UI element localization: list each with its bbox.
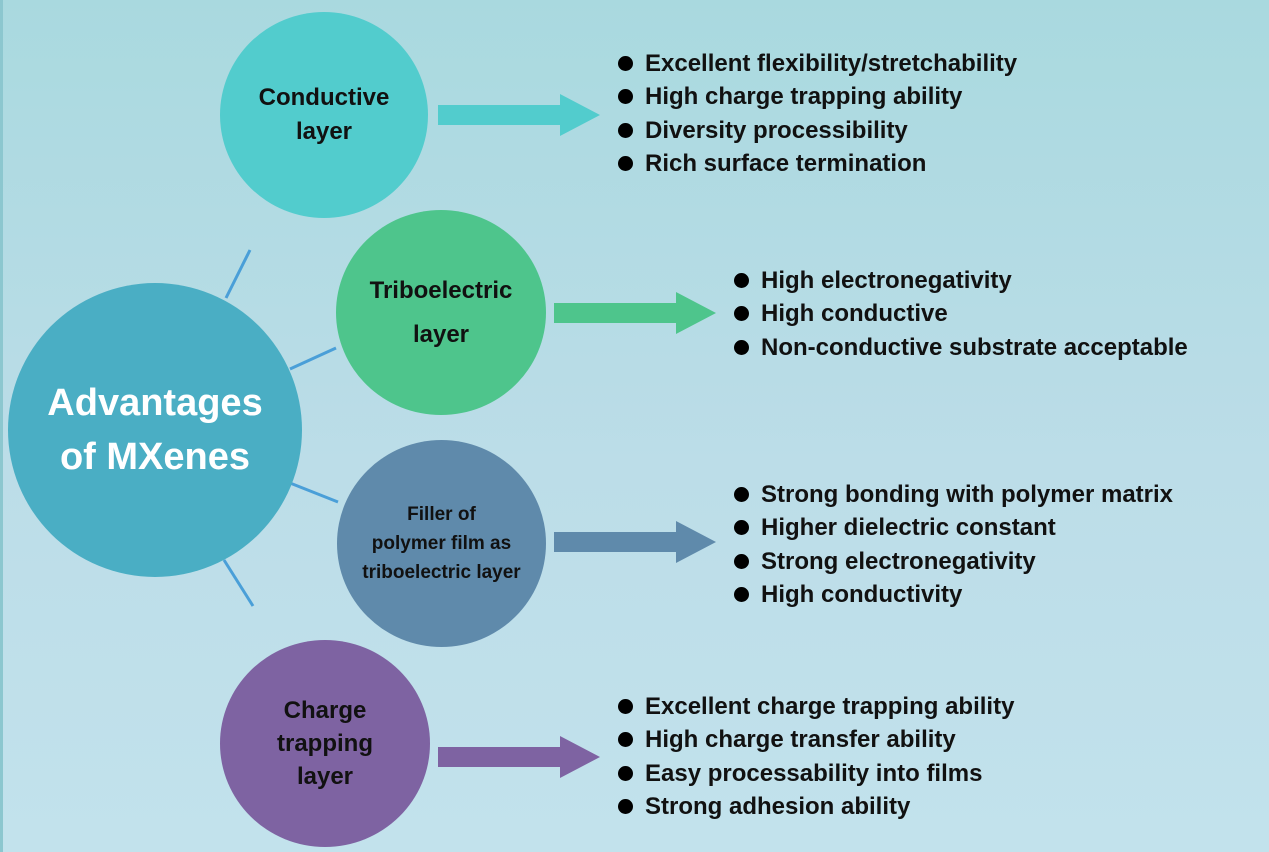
node-label-line: polymer film as bbox=[371, 533, 512, 554]
list-item: Higher dielectric constant bbox=[733, 511, 1173, 544]
node-label-line: Triboelectric bbox=[369, 276, 513, 304]
list-item: Excellent flexibility/stretchability bbox=[617, 47, 1017, 80]
advantages-list-triboelectric: High electronegativity High conductive N… bbox=[733, 264, 1188, 364]
node-triboelectric-layer: Triboelectric layer bbox=[336, 210, 546, 415]
node-filler-polymer-film: Filler of polymer film as triboelectric … bbox=[337, 440, 546, 647]
list-item: Non-conductive substrate acceptable bbox=[733, 331, 1188, 364]
advantages-list-filler: Strong bonding with polymer matrix Highe… bbox=[733, 478, 1173, 611]
node-charge-trapping-layer: Charge trapping layer bbox=[220, 640, 430, 847]
advantages-list-charge-trapping: Excellent charge trapping ability High c… bbox=[617, 690, 1014, 823]
arrow-right-icon bbox=[438, 94, 600, 136]
main-circle: Advantages of MXenes bbox=[8, 283, 302, 577]
list-item: Strong electronegativity bbox=[733, 545, 1173, 578]
list-item: Strong bonding with polymer matrix bbox=[733, 478, 1173, 511]
arrow-right-icon bbox=[438, 736, 600, 778]
list-item: High electronegativity bbox=[733, 264, 1188, 297]
list-item: High charge transfer ability bbox=[617, 723, 1014, 756]
list-item: Excellent charge trapping ability bbox=[617, 690, 1014, 723]
list-item: Strong adhesion ability bbox=[617, 790, 1014, 823]
node-conductive-layer: Conductive layer bbox=[220, 12, 428, 218]
node-label-line: layer bbox=[295, 118, 353, 145]
arrow-right-icon bbox=[554, 292, 716, 334]
advantages-list-conductive: Excellent flexibility/stretchability Hig… bbox=[617, 47, 1017, 180]
main-title-line-1: Advantages bbox=[47, 382, 263, 424]
connector-line-4 bbox=[222, 559, 255, 607]
node-label-line: Charge bbox=[283, 697, 367, 724]
node-label-line: layer bbox=[296, 763, 354, 790]
list-item: Rich surface termination bbox=[617, 147, 1017, 180]
node-label-line: trapping bbox=[277, 730, 373, 757]
main-circle-text: Advantages of MXenes bbox=[47, 376, 262, 484]
list-item: Easy processability into films bbox=[617, 757, 1014, 790]
arrow-right-icon bbox=[554, 521, 716, 563]
node-label-line: Filler of bbox=[407, 504, 476, 525]
connector-line-3 bbox=[289, 481, 339, 504]
node-label-line: Conductive bbox=[258, 84, 390, 111]
connector-line-2 bbox=[289, 346, 337, 371]
connector-line-1 bbox=[224, 249, 252, 299]
left-edge-border bbox=[0, 0, 3, 852]
list-item: High charge trapping ability bbox=[617, 80, 1017, 113]
node-label-line: layer bbox=[412, 320, 470, 348]
list-item: High conductivity bbox=[733, 578, 1173, 611]
node-label-line: triboelectric layer bbox=[362, 562, 521, 583]
main-title-line-2: of MXenes bbox=[59, 436, 251, 478]
list-item: Diversity processibility bbox=[617, 114, 1017, 147]
list-item: High conductive bbox=[733, 297, 1188, 330]
